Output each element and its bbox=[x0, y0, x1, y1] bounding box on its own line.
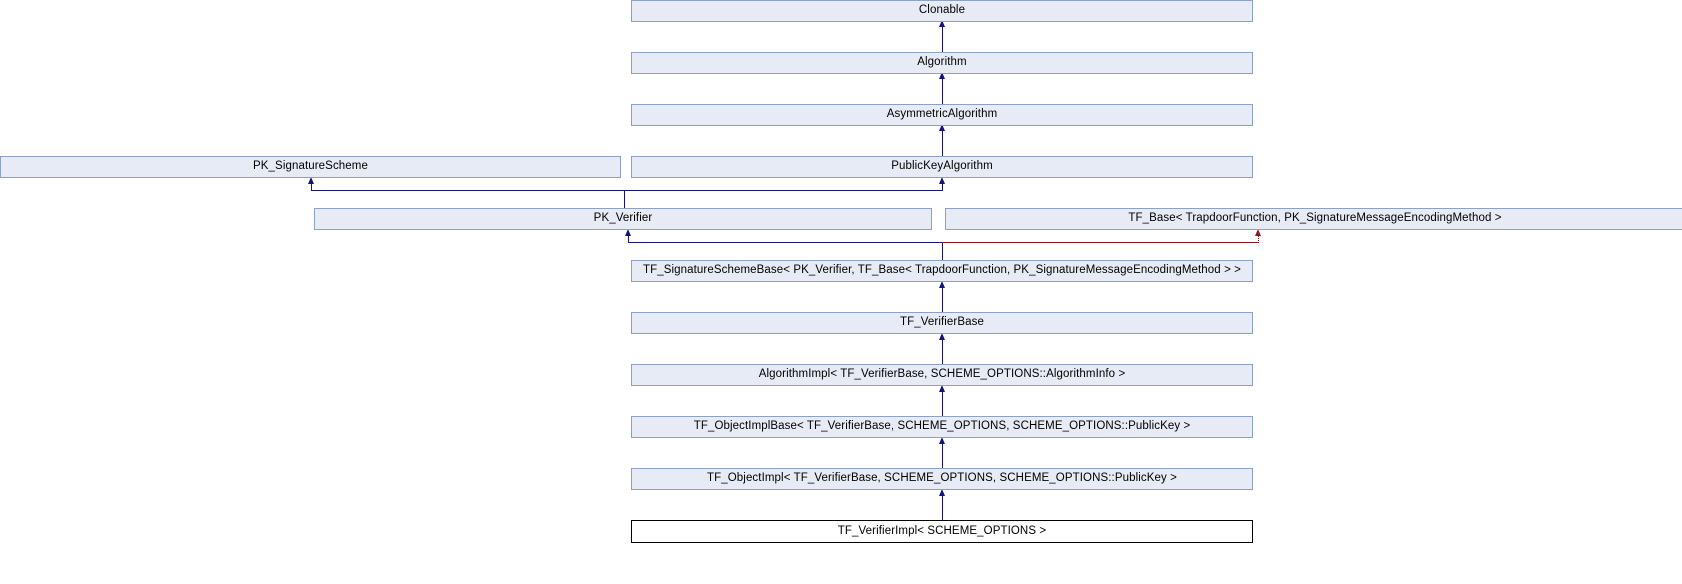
arrowhead-tfverifierimpl-to-tfobjectimpl bbox=[938, 489, 945, 496]
arrowhead-tfverifierbase-to-tfsignatureschemebase bbox=[938, 281, 945, 288]
class-node-label: AsymmetricAlgorithm bbox=[886, 108, 998, 121]
arrowhead-algorithmimpl-to-tfverifierbase bbox=[938, 333, 945, 340]
class-node-publickeyalgorithm[interactable]: PublicKeyAlgorithm bbox=[631, 156, 1253, 178]
class-node-tf-verifierbase[interactable]: TF_VerifierBase bbox=[631, 312, 1253, 334]
class-node-label: Algorithm bbox=[917, 56, 967, 69]
class-node-clonable[interactable]: Clonable bbox=[631, 0, 1253, 22]
edge-tfobjectimpl-to-tfobjectimplbase bbox=[942, 439, 943, 471]
class-node-label: TF_ObjectImpl< TF_VerifierBase, SCHEME_O… bbox=[707, 472, 1177, 485]
arrowhead-tfsignatureschemebase-to-pkverifier bbox=[624, 229, 631, 236]
arrowhead-tfobjectimplbase-to-algorithmimpl bbox=[938, 385, 945, 392]
class-node-label: TF_ObjectImplBase< TF_VerifierBase, SCHE… bbox=[693, 420, 1191, 433]
class-node-label: Clonable bbox=[918, 4, 966, 17]
arrowhead-publickeyalgorithm-to-asymmetricalgorithm bbox=[938, 124, 945, 131]
class-node-label: TF_Base< TrapdoorFunction, PK_SignatureM… bbox=[1128, 212, 1502, 225]
edge-tfsignatureschemebase-to-pkverifier-run bbox=[628, 242, 943, 243]
edge-pkverifier-to-pksignaturescheme-drop bbox=[311, 184, 312, 191]
class-node-tf-objectimplbase[interactable]: TF_ObjectImplBase< TF_VerifierBase, SCHE… bbox=[631, 416, 1253, 438]
class-node-algorithm[interactable]: Algorithm bbox=[631, 52, 1253, 74]
class-node-tf-signatureschemebase[interactable]: TF_SignatureSchemeBase< PK_Verifier, TF_… bbox=[631, 260, 1253, 282]
edge-tfsignatureschemebase-to-pkverifier-drop bbox=[628, 236, 629, 243]
class-node-asymmetric-algorithm[interactable]: AsymmetricAlgorithm bbox=[631, 104, 1253, 126]
class-node-tf-objectimpl[interactable]: TF_ObjectImpl< TF_VerifierBase, SCHEME_O… bbox=[631, 468, 1253, 490]
class-node-label: PK_Verifier bbox=[593, 212, 653, 225]
edge-tfsignatureschemebase-to-tfbase-run bbox=[942, 242, 1259, 243]
arrowhead-asymmetricalgorithm-to-algorithm bbox=[938, 72, 945, 79]
class-node-label: PublicKeyAlgorithm bbox=[891, 160, 993, 173]
class-node-tf-base[interactable]: TF_Base< TrapdoorFunction, PK_SignatureM… bbox=[945, 208, 1682, 230]
class-node-pk-signaturescheme[interactable]: PK_SignatureScheme bbox=[0, 156, 621, 178]
class-node-label: TF_VerifierImpl< SCHEME_OPTIONS > bbox=[837, 524, 1047, 537]
edge-tfverifierbase-to-tfsignatureschemebase bbox=[942, 283, 943, 315]
edge-asymmetricalgorithm-to-algorithm bbox=[942, 74, 943, 108]
class-node-label: PK_SignatureScheme bbox=[253, 160, 368, 173]
edge-algorithmimpl-to-tfverifierbase bbox=[942, 335, 943, 367]
class-node-label: TF_SignatureSchemeBase< PK_Verifier, TF_… bbox=[642, 264, 1241, 277]
edge-pkverifier-to-publickeyalgorithm-run bbox=[624, 190, 943, 191]
class-node-tf-verifierimpl[interactable]: TF_VerifierImpl< SCHEME_OPTIONS > bbox=[631, 520, 1253, 543]
edge-pkverifier-to-publickeyalgorithm-riser bbox=[942, 184, 943, 191]
arrowhead-algorithm-to-clonable bbox=[938, 20, 945, 27]
class-node-algorithmimpl[interactable]: AlgorithmImpl< TF_VerifierBase, SCHEME_O… bbox=[631, 364, 1253, 386]
arrowhead-tfobjectimpl-to-tfobjectimplbase bbox=[938, 437, 945, 444]
edge-algorithm-to-clonable bbox=[942, 22, 943, 56]
edge-publickeyalgorithm-to-asymmetricalgorithm bbox=[942, 126, 943, 160]
edge-tfsignatureschemebase-to-tfbase-riser bbox=[1258, 236, 1259, 243]
class-node-pk-verifier[interactable]: PK_Verifier bbox=[314, 208, 932, 230]
edge-pkverifier-to-pksignaturescheme-run bbox=[311, 190, 625, 191]
edge-tfobjectimplbase-to-algorithmimpl bbox=[942, 387, 943, 419]
arrowhead-pkverifier-to-pksignaturescheme bbox=[307, 177, 314, 184]
arrowhead-tfsignatureschemebase-to-tfbase bbox=[1254, 229, 1261, 236]
arrowhead-pkverifier-to-publickeyalgorithm bbox=[938, 177, 945, 184]
edge-tfsignatureschemebase-to-pkverifier-riser bbox=[942, 242, 943, 261]
class-node-label: AlgorithmImpl< TF_VerifierBase, SCHEME_O… bbox=[758, 368, 1126, 381]
edge-pkverifier-to-pksignaturescheme-riser bbox=[624, 190, 625, 208]
edge-tfverifierimpl-to-tfobjectimpl bbox=[942, 491, 943, 523]
class-node-label: TF_VerifierBase bbox=[900, 316, 984, 329]
